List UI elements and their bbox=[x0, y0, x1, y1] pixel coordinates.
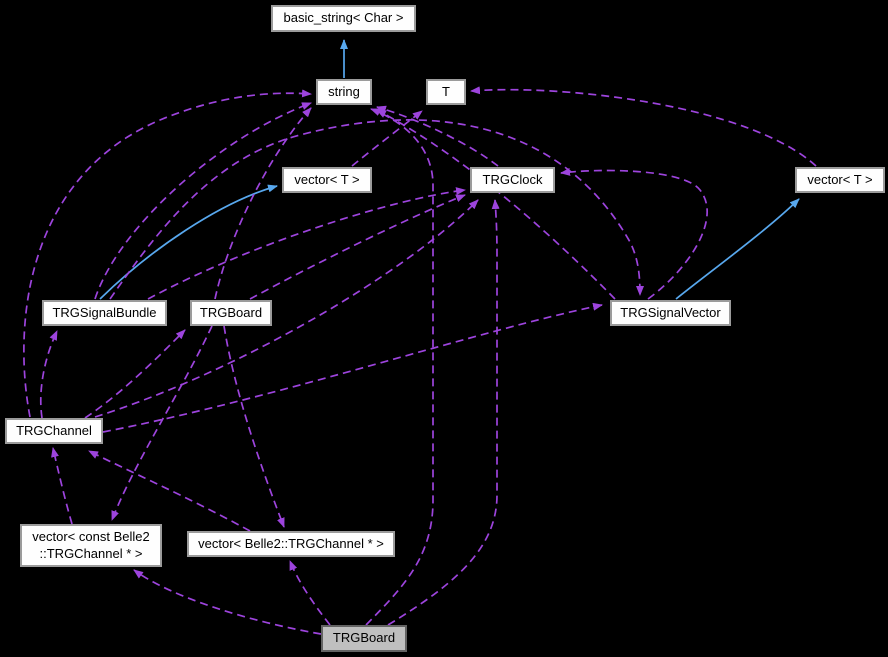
node-vector-t-left-label: vector< T > bbox=[294, 171, 360, 187]
edge-trgboard_focus-to-vector_channel bbox=[289, 560, 331, 626]
node-vector-const-channel-label: vector< const Belle2 ::TRGChannel * > bbox=[32, 528, 150, 561]
node-vector-channel[interactable]: vector< Belle2::TRGChannel * > bbox=[187, 531, 395, 557]
edge-trgchannel-to-string bbox=[23, 89, 312, 418]
edge-trgsignalbundle-to-trgclock bbox=[147, 187, 466, 300]
node-trgchannel-label: TRGChannel bbox=[16, 422, 92, 438]
node-trgsignalbundle[interactable]: TRGSignalBundle bbox=[42, 300, 167, 326]
edge-trgboard_focus-to-vector_const_channel bbox=[133, 569, 322, 635]
edge-trgchannel-to-trgsignalbundle bbox=[39, 330, 58, 419]
node-trgboard-other-label: TRGBoard bbox=[199, 304, 263, 320]
node-t[interactable]: T bbox=[426, 79, 466, 105]
node-trgclock[interactable]: TRGClock bbox=[470, 167, 555, 193]
node-trgchannel[interactable]: TRGChannel bbox=[5, 418, 103, 444]
node-basic-string-label: basic_string< Char > bbox=[283, 10, 404, 26]
node-string[interactable]: string bbox=[316, 79, 372, 105]
node-vector-t-right[interactable]: vector< T > bbox=[795, 167, 885, 193]
edge-trgchannel-to-trgsignalvector bbox=[102, 302, 603, 433]
node-vector-channel-label: vector< Belle2::TRGChannel * > bbox=[198, 535, 384, 551]
edge-trgboard_focus-to-string bbox=[365, 108, 434, 626]
edge-trgboard_other-to-vector_channel bbox=[223, 325, 285, 528]
edge-vector_channel-to-trgchannel bbox=[88, 450, 251, 532]
edge-trgboard_other-to-vector_const_channel bbox=[111, 325, 213, 521]
edge-trgsignalvector-to-vector_t_right bbox=[675, 198, 800, 300]
node-trgsignalbundle-label: TRGSignalBundle bbox=[52, 304, 157, 320]
node-t-label: T bbox=[442, 83, 450, 99]
edge-trgboard_focus-to-trgclock bbox=[387, 199, 500, 626]
edge-trgclock-to-string bbox=[376, 105, 499, 167]
node-trgsignalvector[interactable]: TRGSignalVector bbox=[610, 300, 731, 326]
edge-trgsignalbundle-to-vector_t_left bbox=[99, 184, 278, 300]
node-vector-t-right-label: vector< T > bbox=[807, 171, 873, 187]
node-trgclock-label: TRGClock bbox=[482, 171, 543, 187]
node-string-label: string bbox=[328, 83, 360, 99]
edge-trgchannel-to-trgclock bbox=[94, 199, 479, 418]
node-vector-t-left[interactable]: vector< T > bbox=[282, 167, 372, 193]
edge-trgchannel-to-trgboard_other bbox=[84, 329, 186, 419]
edge-vector_t_right-to-T bbox=[470, 86, 817, 167]
node-trgboard-other[interactable]: TRGBoard bbox=[190, 300, 272, 326]
edge-trgsignalbundle-to-string bbox=[94, 102, 312, 300]
node-trgboard-focus[interactable]: TRGBoard bbox=[321, 625, 407, 652]
node-basic-string[interactable]: basic_string< Char > bbox=[271, 5, 416, 32]
node-vector-const-channel[interactable]: vector< const Belle2 ::TRGChannel * > bbox=[20, 524, 162, 567]
edge-vector_t_left-to-T bbox=[351, 110, 423, 167]
node-trgsignalvector-label: TRGSignalVector bbox=[620, 304, 721, 320]
edge-trgboard_other-to-trgclock bbox=[249, 194, 466, 300]
node-trgboard-focus-label: TRGBoard bbox=[332, 630, 396, 646]
edge-trgsignalbundle-to-trgsignalvector bbox=[109, 119, 644, 300]
edge-trgboard_other-to-string bbox=[214, 107, 312, 300]
edge-vector_const_channel-to-trgchannel bbox=[51, 447, 73, 525]
edge-trgsignalvector-to-trgclock bbox=[560, 167, 708, 300]
edge-trgsignalvector-to-string bbox=[376, 109, 616, 300]
